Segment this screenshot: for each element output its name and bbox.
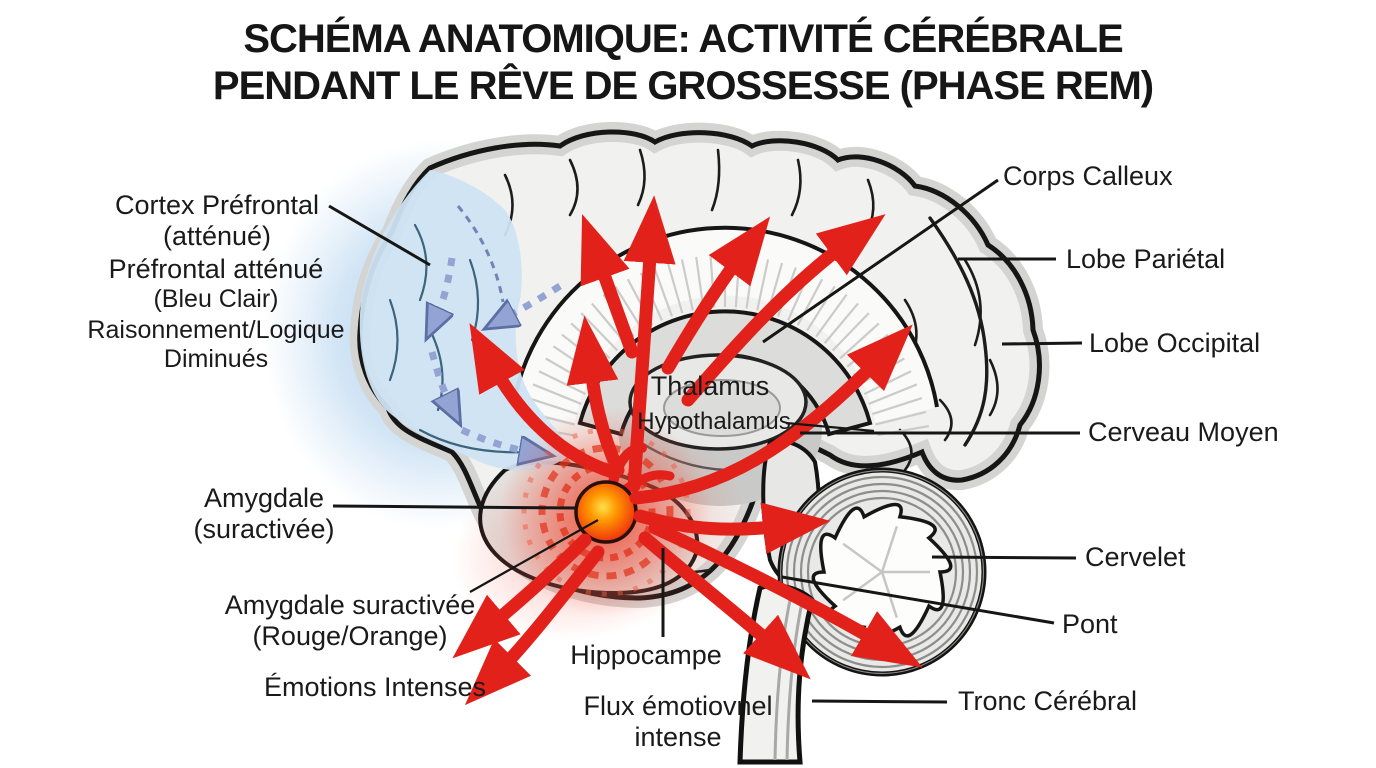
- title-line-1: SCHÉMA ANATOMIQUE: ACTIVITÉ CÉRÉBRALE: [243, 17, 1123, 61]
- label-thalamus: Thalamus: [650, 371, 770, 401]
- title-line-2: PENDANT LE RÊVE DE GROSSESSE (PHASE REM): [212, 64, 1154, 108]
- label-tronc-cerebral: Tronc Cérébral: [958, 686, 1138, 716]
- label-lobe-occipital: Lobe Occipital: [1089, 328, 1261, 358]
- label-cervelet: Cervelet: [1085, 542, 1186, 572]
- label-corps-calleux: Corps Calleux: [1003, 161, 1173, 191]
- red-arrows: [452, 195, 923, 706]
- label-flux-emotionnel: Flux émotiovnel intense: [583, 691, 773, 752]
- label-emotions-intenses: Émotions Intenses: [263, 672, 487, 702]
- cerebellum-shape: [777, 467, 987, 677]
- blue-dashed-arrows: [432, 257, 562, 452]
- label-pont: Pont: [1062, 609, 1118, 639]
- label-cortex-prefrontal: Cortex Préfrontal (atténué): [114, 190, 320, 251]
- label-lobe-parietal: Lobe Pariétal: [1066, 244, 1226, 274]
- label-hypothalamus: Hypothalamus: [637, 408, 791, 435]
- label-cerveau-moyen: Cerveau Moyen: [1088, 417, 1279, 447]
- label-hippocampe: Hippocampe: [570, 640, 722, 670]
- diagram-title: SCHÉMA ANATOMIQUE: ACTIVITÉ CÉRÉBRALE PE…: [212, 16, 1154, 110]
- label-raisonnement: Raisonnement/Logique Diminués: [87, 316, 345, 373]
- leader-lines: [328, 178, 1083, 704]
- label-prefrontal-attenue: Préfrontal atténué (Bleu Clair): [108, 254, 324, 313]
- label-amygdale: Amygdale (suractivée): [193, 483, 335, 544]
- label-amygdale-suractivee: Amygdale suractivée (Rouge/Orange): [224, 590, 476, 651]
